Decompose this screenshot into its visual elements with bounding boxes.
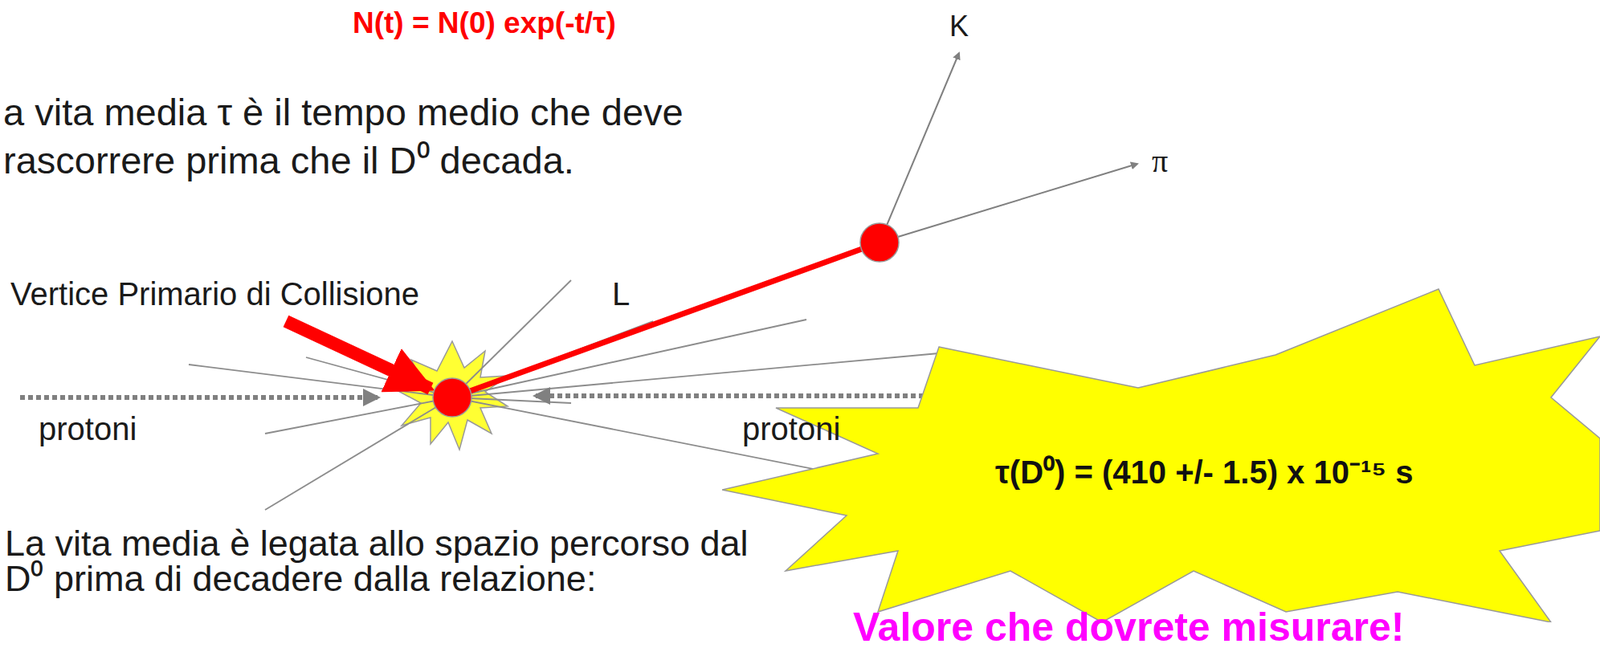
pion-track <box>879 163 1138 243</box>
primary-vertex <box>432 378 472 417</box>
proton-beam <box>535 393 964 399</box>
relation-text: La vita media è legata allo spazio perco… <box>4 526 776 597</box>
starburst-callout: τ(D⁰) = (410 +/- 1.5) x 10⁻¹⁵ s <box>722 285 1600 623</box>
definition-text: a vita media τ è il tempo medio che deve… <box>3 88 839 185</box>
particle-label: K <box>949 9 969 43</box>
starburst-shape <box>722 285 1600 623</box>
vertex-label: Vertice Primario di Collisione <box>10 275 420 313</box>
beam-label: protoni <box>742 410 841 448</box>
decay-law: N(t) = N(0) exp(-t/τ) <box>352 6 617 41</box>
decay-vertex <box>860 223 899 262</box>
d0-track <box>452 242 880 398</box>
particle-label: π <box>1151 142 1168 180</box>
beam-label: protoni <box>38 410 137 448</box>
kaon-track <box>879 53 960 243</box>
lifetime-value: τ(D⁰) = (410 +/- 1.5) x 10⁻¹⁵ s <box>995 453 1413 491</box>
proton-beam <box>20 395 378 400</box>
task-note: Valore che dovrete misurare! <box>853 607 1405 648</box>
length-label: L <box>612 275 630 313</box>
pointer-arrow <box>285 321 431 389</box>
